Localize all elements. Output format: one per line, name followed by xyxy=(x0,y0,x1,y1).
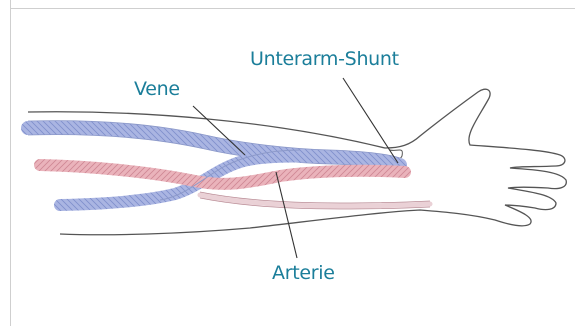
artery-lower xyxy=(200,195,430,206)
vein-upper xyxy=(28,128,400,165)
artery-label: Arterie xyxy=(272,262,335,284)
shunt-label: Unterarm-Shunt xyxy=(250,48,399,70)
vein-label: Vene xyxy=(134,78,180,100)
shunt-leader-line xyxy=(343,78,398,163)
artery-leader-line xyxy=(276,172,297,258)
